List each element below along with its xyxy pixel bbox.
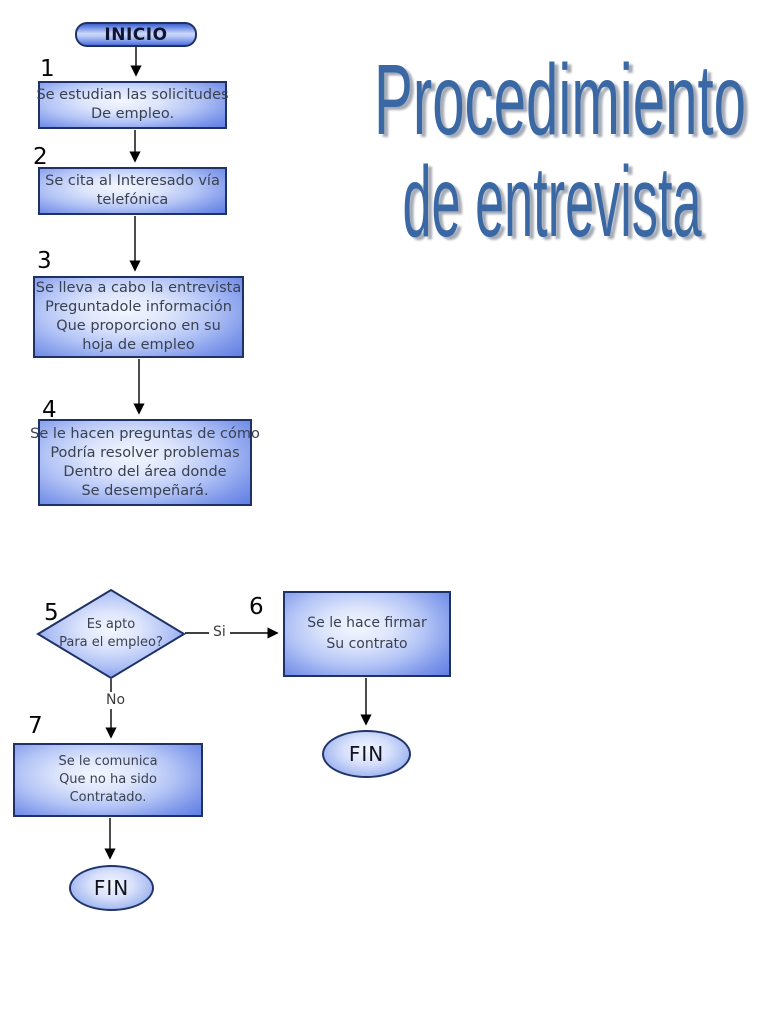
box6-line1: Se le hace firmar xyxy=(307,615,427,631)
box2-line1: Se cita al Interesado vía xyxy=(45,173,220,189)
box1-line1: Se estudian las solicitudes xyxy=(36,87,229,103)
process-box-4: Se le hacen preguntas de cómo Podría res… xyxy=(30,419,260,506)
process-box-2: Se cita al Interesado vía telefónica xyxy=(38,167,227,215)
step-number-6: 6 xyxy=(249,594,264,620)
end-terminator-right: FIN xyxy=(322,730,411,778)
process-box-6: Se le hace firmar Su contrato xyxy=(283,591,451,677)
box4-line3: Dentro del área donde xyxy=(63,463,227,480)
box6-line2: Su contrato xyxy=(326,636,408,652)
process-box-3: Se lleva a cabo la entrevista Preguntado… xyxy=(33,276,244,358)
box4-line2: Podría resolver problemas xyxy=(50,444,240,461)
decision-diamond-shape xyxy=(36,588,186,680)
page-title-line-2: de entrevista xyxy=(403,146,702,258)
step-number-5: 5 xyxy=(44,600,59,626)
box3-line3: Que proporciono en su xyxy=(56,318,221,334)
step-number-7: 7 xyxy=(28,713,43,739)
step-number-3: 3 xyxy=(37,248,52,274)
end-terminator-left: FIN xyxy=(69,865,154,911)
decision-line2: Para el empleo? xyxy=(59,635,163,650)
start-label: INICIO xyxy=(104,24,168,45)
decision-line1: Es apto xyxy=(86,617,136,632)
box7-line3: Contratado. xyxy=(69,790,147,805)
step-number-4: 4 xyxy=(42,397,57,423)
box4-line4: Se desempeñará. xyxy=(81,482,209,499)
page-title-line-1: Procedimiento xyxy=(374,44,746,156)
edge-label-yes: Si xyxy=(209,624,230,641)
start-terminator: INICIO xyxy=(75,22,197,47)
process-box-7: Se le comunica Que no ha sido Contratado… xyxy=(13,743,203,817)
process-box-1: Se estudian las solicitudes De empleo. xyxy=(36,81,229,129)
box3-line2: Preguntadole información xyxy=(45,299,232,315)
step-number-1: 1 xyxy=(40,56,55,82)
box1-line2: De empleo. xyxy=(90,106,175,122)
edge-label-no: No xyxy=(102,692,130,709)
step-number-2: 2 xyxy=(33,144,48,170)
box4-line1: Se le hacen preguntas de cómo xyxy=(30,425,260,442)
box2-line2: telefónica xyxy=(96,192,169,208)
box7-line1: Se le comunica xyxy=(58,754,158,769)
decision-diamond-text: Es apto Para el empleo? xyxy=(46,610,176,658)
box7-line2: Que no ha sido xyxy=(59,772,157,787)
end-label-left: FIN xyxy=(93,876,130,900)
box3-line1: Se lleva a cabo la entrevista xyxy=(35,280,242,296)
end-label-right: FIN xyxy=(348,742,385,766)
box3-line4: hoja de empleo xyxy=(82,337,195,353)
